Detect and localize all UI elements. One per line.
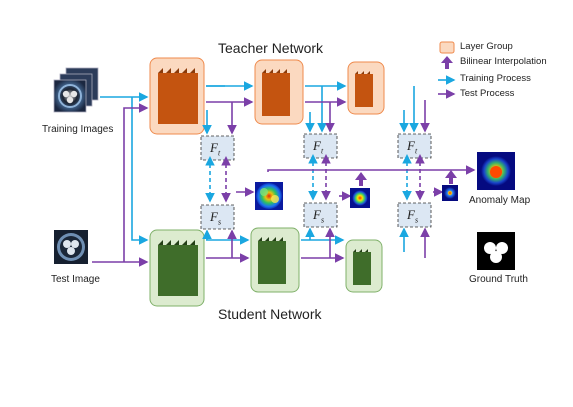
teacher-feature-label-1: Ft [210,140,220,158]
legend-bilinear-swatch [441,56,453,69]
student-layer-group-1 [149,229,205,307]
student-feature-label-1: Fs [210,209,221,227]
legend-test-label: Test Process [460,88,515,99]
teacher-layer-group-3 [347,61,385,115]
feature-subscript: t [217,148,221,158]
feature-subscript: s [217,217,222,227]
feature-symbol: F [210,140,218,155]
teacher-feature-box-3 [397,133,432,159]
bilinear-upsample-arrow-2 [355,172,367,186]
student-feature-label-3: Fs [407,207,418,225]
student-feature-box-1 [200,204,235,230]
student-feature-label-2: Fs [313,207,324,225]
training-process-arrows [100,81,419,252]
feature-subscript: s [320,215,325,225]
anomaly-map-label: Anomaly Map [469,195,531,206]
ground-truth-map [477,232,515,270]
teacher-feature-label-2: Ft [313,138,323,156]
legend-bilinear-label: Bilinear Interpolation [460,56,547,67]
training-images-label: Training Images [42,124,114,135]
legend-layer-group-label: Layer Group [460,41,513,52]
feature-subscript: t [414,146,418,156]
anomaly-map-scale-1 [255,182,283,210]
test-image [54,230,88,264]
feature-symbol: F [407,207,415,222]
test-image-label: Test Image [51,274,100,285]
student-layer-group-2 [250,227,300,293]
student-feature-box-3 [397,202,432,228]
student-network-title: Student Network [218,306,322,322]
legend-training-label: Training Process [460,73,531,84]
feature-symbol: F [407,138,415,153]
student-layer-group-3 [345,239,383,293]
anomaly-map [477,152,515,190]
feature-symbol: F [313,138,321,153]
training-comparison-arrows [205,154,412,203]
test-comparison-arrows [221,154,425,203]
ground-truth-label: Ground Truth [469,274,528,285]
feature-subscript: t [320,146,324,156]
test-process-arrows [92,97,476,267]
teacher-network-title: Teacher Network [218,40,324,56]
teacher-feature-label-3: Ft [407,138,417,156]
feature-symbol: F [210,209,218,224]
student-feature-box-2 [303,202,338,228]
feature-symbol: F [313,207,321,222]
training-images [53,67,99,113]
feature-subscript: s [414,215,419,225]
bilinear-upsample-arrow-3 [445,170,457,184]
teacher-layer-group-1 [149,57,205,135]
anomaly-map-scale-3 [442,185,458,201]
legend [438,41,456,99]
teacher-layer-group-2 [254,59,304,125]
legend-layer-group-swatch [439,41,455,54]
anomaly-map-scale-2 [350,188,370,208]
